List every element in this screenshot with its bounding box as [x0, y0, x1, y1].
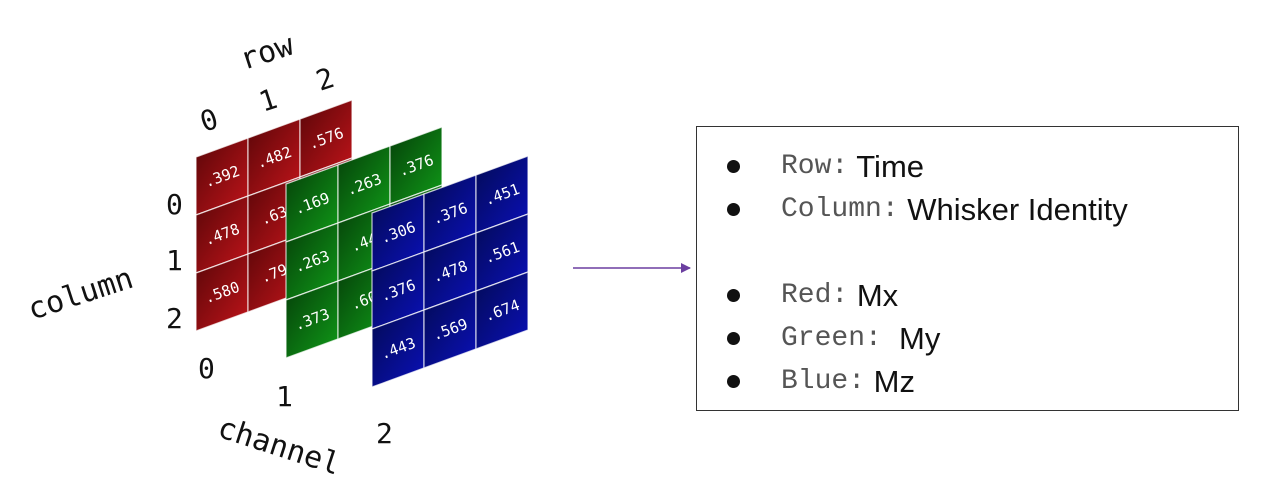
- column-tick-1: 1: [166, 244, 183, 277]
- column-axis-title: column: [24, 261, 138, 328]
- legend-box: Row: Time Column: Whisker Identity Red: …: [696, 126, 1239, 411]
- column-tick-0: 0: [166, 188, 183, 221]
- bullet-icon: [727, 289, 740, 302]
- legend-key: Green:: [781, 323, 882, 354]
- column-tick-2: 2: [166, 302, 183, 335]
- blue-cell: [475, 271, 529, 350]
- legend-value: My: [881, 320, 941, 356]
- channel-tick-2: 2: [376, 417, 393, 450]
- legend-value: Time: [848, 148, 925, 184]
- legend-value: Mz: [865, 363, 915, 399]
- legend-key: Row:: [781, 151, 849, 182]
- bullet-icon: [727, 160, 740, 173]
- channel-grids: .392.482.576.478.63.580.79.169.263.376.2…: [195, 99, 529, 388]
- legend-item-blue: Blue: Mz: [727, 360, 1128, 403]
- legend-key: Blue:: [781, 366, 866, 397]
- channel-axis-title: channel: [214, 410, 345, 482]
- legend-item-column: Column: Whisker Identity: [727, 188, 1128, 231]
- row-tick-1: 1: [255, 82, 281, 119]
- legend-value: Whisker Identity: [898, 191, 1128, 227]
- bullet-icon: [727, 203, 740, 216]
- legend-key: Column:: [781, 194, 899, 225]
- channel-tick-1: 1: [276, 380, 293, 413]
- legend-item-red: Red: Mx: [727, 274, 1128, 317]
- row-tick-2: 2: [312, 61, 338, 98]
- row-axis-title: row: [236, 27, 299, 77]
- legend-value: Mx: [848, 277, 899, 313]
- blue-channel-grid: .306.376.451.376.478.561.443.569.674: [371, 155, 529, 388]
- bullet-icon: [727, 375, 740, 388]
- legend-item-row: Row: Time: [727, 145, 1128, 188]
- legend-item-green: Green: My: [727, 317, 1128, 360]
- row-tick-0: 0: [196, 102, 222, 139]
- bullet-icon: [727, 332, 740, 345]
- legend-list: Row: Time Column: Whisker Identity Red: …: [727, 145, 1128, 403]
- legend-key: Red:: [781, 280, 849, 311]
- channel-tick-0: 0: [198, 352, 215, 385]
